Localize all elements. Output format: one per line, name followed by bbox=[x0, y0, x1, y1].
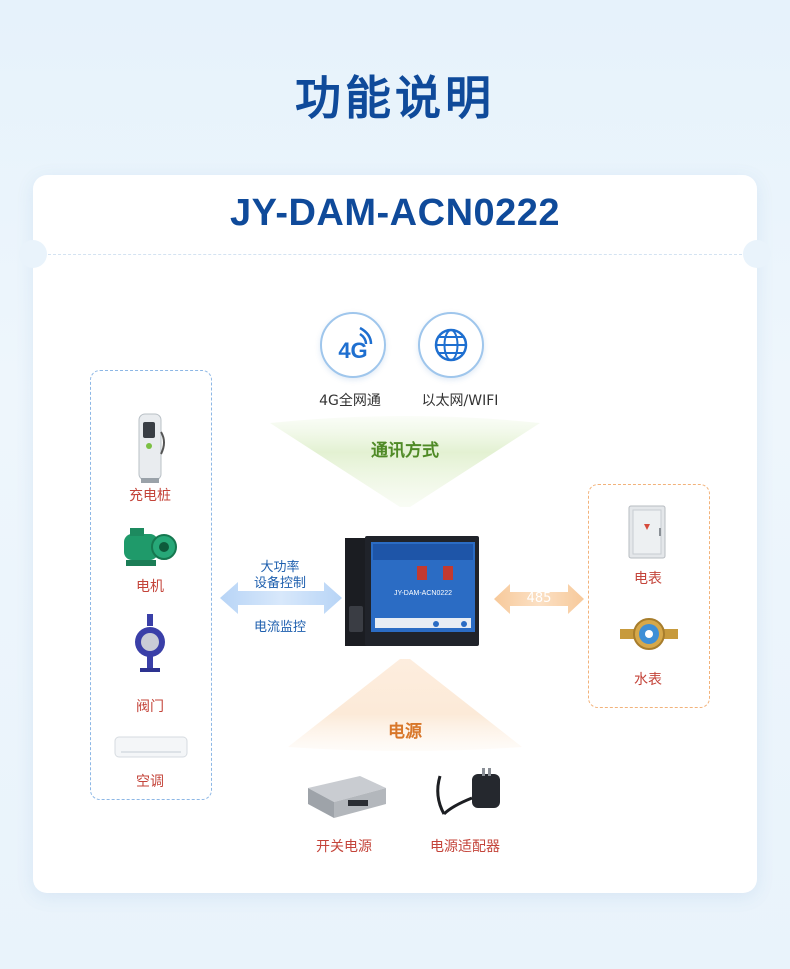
power-label-adapter: 电源适配器 bbox=[430, 839, 500, 855]
left-double-arrow bbox=[220, 582, 342, 614]
charging-pile-icon bbox=[138, 413, 165, 483]
comm-icon-ethernet bbox=[418, 312, 484, 378]
right-label-electric-meter: 电表 bbox=[634, 571, 662, 587]
valve-icon bbox=[135, 614, 165, 672]
device-controller-image: JY-DAM-ACN0222 bbox=[345, 536, 479, 646]
left-label-motor: 电机 bbox=[136, 579, 164, 595]
card-divider bbox=[48, 254, 742, 255]
power-glow-triangle bbox=[288, 659, 522, 751]
right-device-group bbox=[588, 484, 710, 708]
comm-method-label: 通讯方式 bbox=[371, 441, 439, 461]
comm-glow-triangle bbox=[270, 416, 540, 507]
model-title: JY-DAM-ACN0222 bbox=[229, 192, 561, 234]
rs485-label: 485 bbox=[526, 591, 552, 606]
air-conditioner-icon bbox=[114, 736, 188, 758]
switching-power-supply-icon bbox=[308, 776, 386, 818]
power-adapter-icon bbox=[436, 768, 500, 816]
left-label-ac: 空调 bbox=[136, 774, 164, 790]
comm-icon-4g: 4G bbox=[320, 312, 386, 378]
card-notch-left bbox=[19, 240, 47, 268]
4g-icon: 4G bbox=[338, 326, 373, 363]
water-meter-icon bbox=[620, 618, 678, 650]
globe-icon bbox=[434, 328, 468, 362]
page-title: 功能说明 bbox=[295, 71, 495, 125]
arrow-label-high-power-2: 设备控制 bbox=[253, 576, 306, 591]
arrow-label-current-monitor: 电流监控 bbox=[253, 620, 306, 635]
right-double-arrow bbox=[494, 584, 584, 614]
right-label-water-meter: 水表 bbox=[634, 672, 662, 688]
left-label-charging: 充电桩 bbox=[129, 488, 171, 504]
power-label: 电源 bbox=[388, 722, 422, 742]
electric-meter-box-icon bbox=[628, 505, 666, 559]
left-label-valve: 阀门 bbox=[136, 699, 164, 715]
power-label-switching: 开关电源 bbox=[316, 839, 372, 855]
comm-label-4g: 4G全网通 bbox=[319, 393, 381, 409]
device-model-text: JY-DAM-ACN0222 bbox=[394, 590, 452, 597]
card-notch-right bbox=[743, 240, 771, 268]
left-device-group bbox=[90, 370, 212, 800]
4g-icon-text: 4G bbox=[338, 338, 367, 363]
motor-icon bbox=[124, 528, 177, 566]
arrow-label-high-power-1: 大功率 bbox=[260, 560, 300, 575]
comm-label-ethernet: 以太网/WIFI bbox=[421, 393, 499, 409]
